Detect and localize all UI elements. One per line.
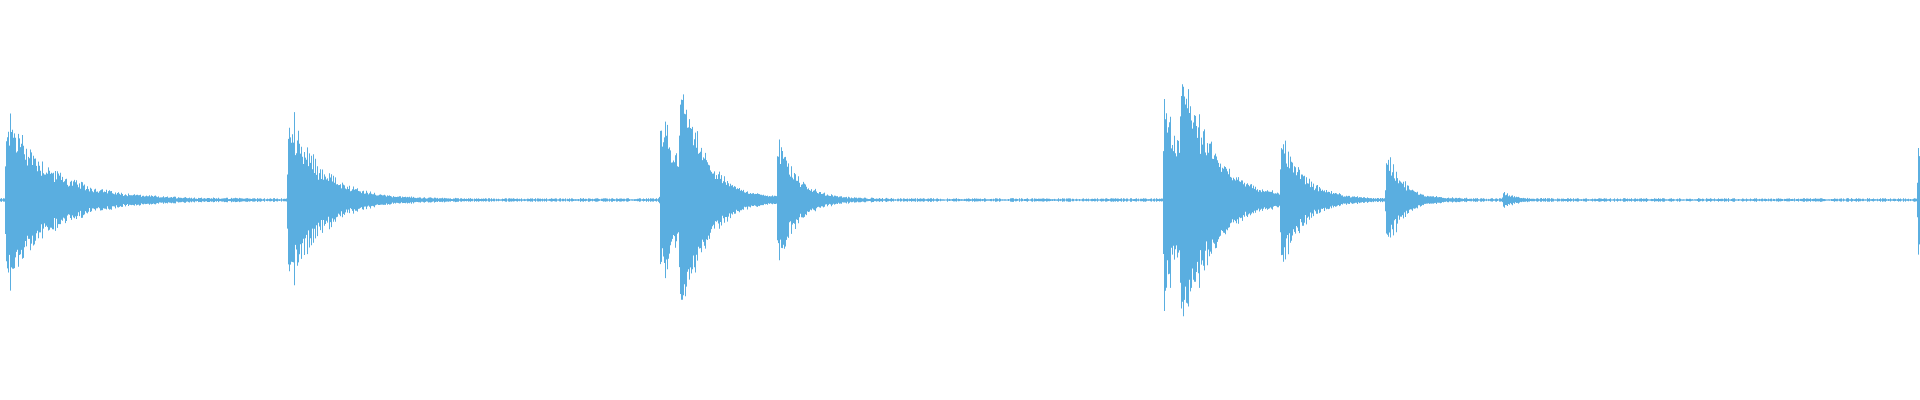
waveform-signal — [0, 84, 1920, 317]
waveform-bars — [0, 84, 1920, 317]
